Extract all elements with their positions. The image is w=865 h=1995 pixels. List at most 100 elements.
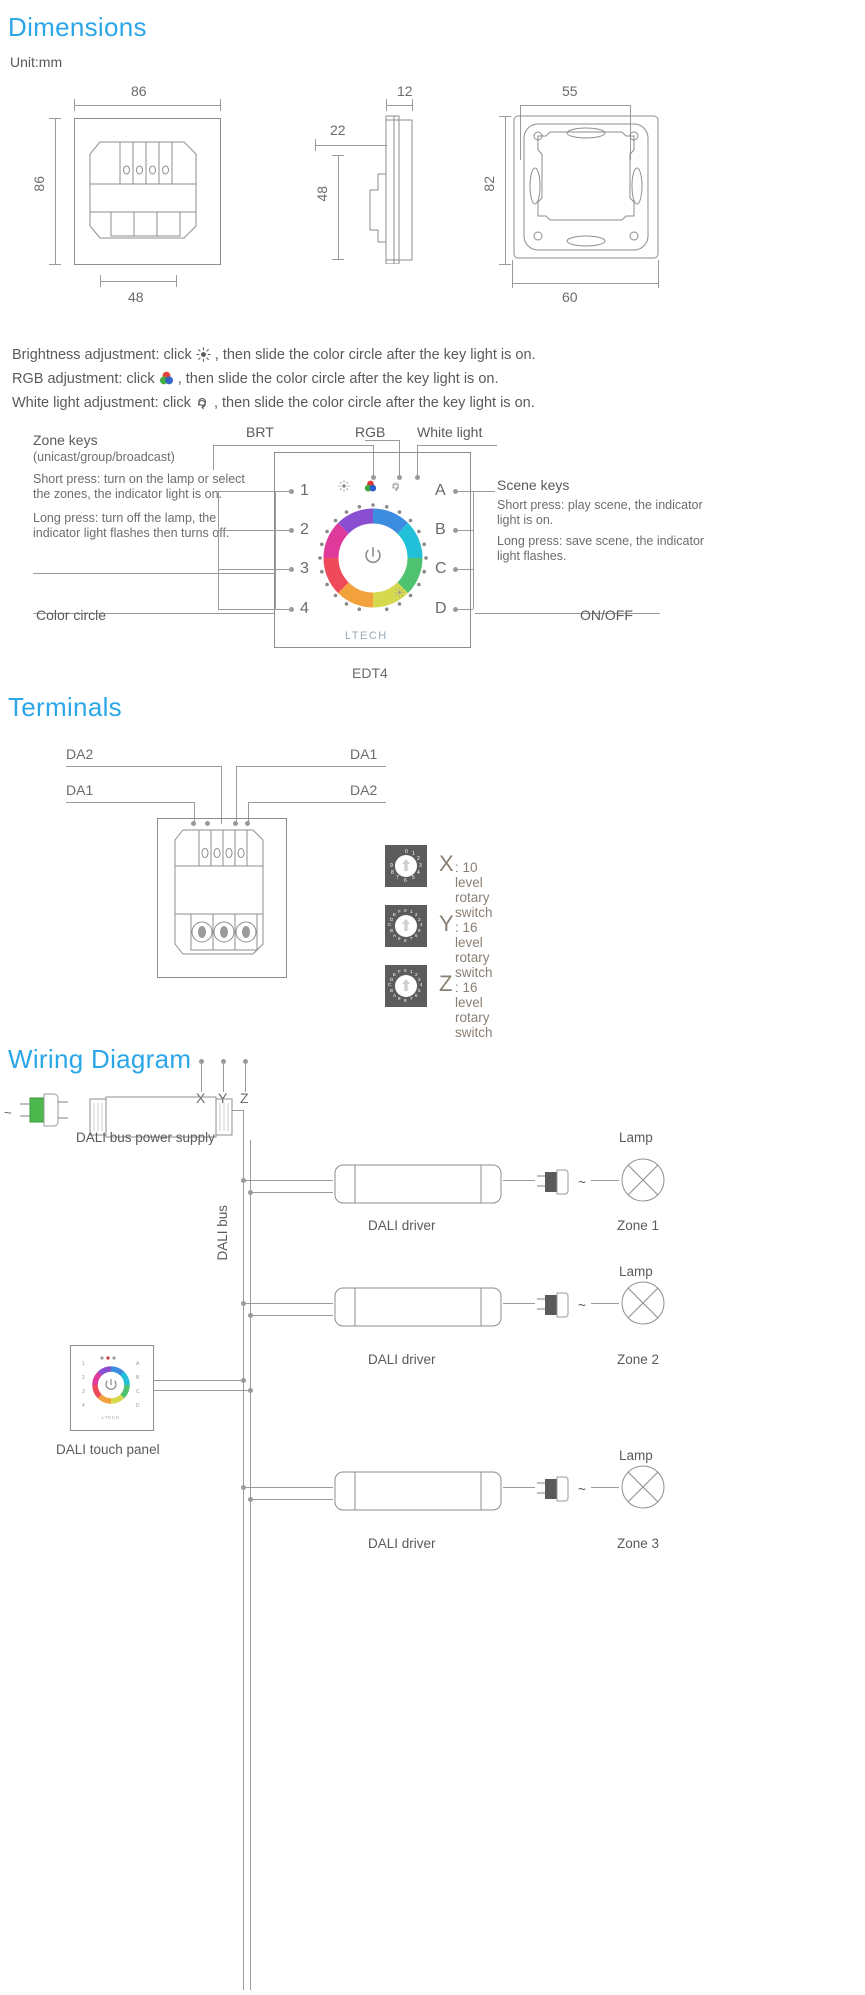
svg-text:9: 9 xyxy=(390,863,393,869)
svg-text:7: 7 xyxy=(410,936,413,941)
dali-driver-label-2: DALI driver xyxy=(368,1352,436,1367)
instruction-line-rgb: RGB adjustment: click , then slide the c… xyxy=(12,367,712,391)
side-depth-label: 22 xyxy=(330,122,346,138)
svg-text:C: C xyxy=(136,1389,140,1395)
zone-key-4[interactable]: 4 xyxy=(300,600,309,617)
dali-driver-label-1: DALI driver xyxy=(368,1218,436,1233)
scene-key-b[interactable]: B xyxy=(435,521,446,538)
terminal-label-da2-right: DA2 xyxy=(350,782,378,798)
power-button-icon[interactable] xyxy=(362,545,384,567)
rotary-legend-desc-y: : 16 level rotary switch xyxy=(455,920,493,980)
zone-keys-subtitle: (unicast/group/broadcast) xyxy=(33,450,175,464)
instr-white-pre: White light adjustment: click xyxy=(12,395,191,411)
svg-text:8: 8 xyxy=(404,938,407,943)
terminal-label-da1-right: DA1 xyxy=(350,746,378,762)
zone-keys-title: Zone keys xyxy=(33,432,98,448)
mains-tilde-2: ~ xyxy=(578,1298,586,1313)
mains-tilde-label: ~ xyxy=(4,1105,12,1120)
back-height-label: 82 xyxy=(481,176,497,192)
svg-text:E: E xyxy=(393,912,396,917)
mains-plug-icon xyxy=(20,1093,68,1127)
lamp-label-3: Lamp xyxy=(619,1448,653,1463)
svg-text:5: 5 xyxy=(412,875,415,881)
terminal-label-da2-left: DA2 xyxy=(66,746,94,762)
rotary-legend-letter-z: Z xyxy=(439,971,453,996)
zone-label-3: Zone 3 xyxy=(617,1536,660,1551)
instr-rgb-pre: RGB adjustment: click xyxy=(12,371,155,387)
back-pitch-label: 55 xyxy=(562,83,578,99)
svg-text:A: A xyxy=(393,933,396,938)
label-brt: BRT xyxy=(246,424,274,440)
scene-keys-title: Scene keys xyxy=(497,477,570,493)
color-circle-wheel[interactable] xyxy=(300,503,446,613)
instr-brightness-post: , then slide the color circle after the … xyxy=(214,347,536,363)
annotation-color-circle: Color circle xyxy=(36,607,107,623)
panel-white-light-icon xyxy=(392,482,399,492)
svg-text:6: 6 xyxy=(415,933,418,938)
dali-driver-label-3: DALI driver xyxy=(368,1536,436,1551)
svg-text:C: C xyxy=(388,922,392,927)
svg-text:LTECH: LTECH xyxy=(102,1415,119,1420)
svg-text:1: 1 xyxy=(410,969,413,974)
svg-text:4: 4 xyxy=(82,1403,85,1409)
svg-text:C: C xyxy=(388,982,392,987)
svg-text:0: 0 xyxy=(405,849,408,855)
sun-icon xyxy=(195,347,211,362)
operation-instructions: Brightness adjustment: click , then slid… xyxy=(12,343,712,415)
svg-text:D: D xyxy=(136,1403,140,1409)
svg-text:9: 9 xyxy=(398,936,401,941)
lamp-label-1: Lamp xyxy=(619,1130,653,1145)
zone-keys-short-press: Short press: turn on the lamp or select … xyxy=(33,472,245,501)
svg-text:1: 1 xyxy=(410,909,413,914)
scene-keys-short-press: Short press: play scene, the indicator l… xyxy=(497,498,703,527)
svg-text:9: 9 xyxy=(398,996,401,1001)
zone-label-1: Zone 1 xyxy=(617,1218,660,1233)
dali-bus-label: DALI bus xyxy=(215,1205,230,1261)
scene-key-a[interactable]: A xyxy=(435,482,446,499)
svg-text:3: 3 xyxy=(418,917,421,922)
back-width-label: 60 xyxy=(562,289,578,305)
instr-white-post: , then slide the color circle after the … xyxy=(213,395,535,411)
dali-touch-panel-mini xyxy=(70,1345,154,1431)
svg-text:A: A xyxy=(136,1361,140,1367)
svg-text:D: D xyxy=(390,917,394,922)
terminal-device-drawing xyxy=(174,829,264,955)
scene-keys-long-press: Long press: save scene, the indicator li… xyxy=(497,534,705,563)
svg-text:0: 0 xyxy=(404,908,407,913)
scene-key-d[interactable]: D xyxy=(435,600,447,617)
svg-text:6: 6 xyxy=(415,993,418,998)
dali-touch-panel-label: DALI touch panel xyxy=(56,1442,160,1457)
lamp-plug-icon-2 xyxy=(537,1292,569,1318)
svg-text:3: 3 xyxy=(419,863,422,869)
lamp-label-2: Lamp xyxy=(619,1264,653,1279)
instruction-line-white: White light adjustment: click , then sli… xyxy=(12,391,712,415)
svg-text:3: 3 xyxy=(418,977,421,982)
svg-text:B: B xyxy=(390,988,393,993)
rotary-legend-desc-x: : 10 level rotary switch xyxy=(455,860,493,920)
page-title-wiring: Wiring Diagram xyxy=(8,1044,192,1074)
svg-text:1: 1 xyxy=(412,851,415,857)
zone-label-2: Zone 2 xyxy=(617,1352,660,1367)
scene-key-c[interactable]: C xyxy=(435,560,447,577)
svg-text:3: 3 xyxy=(82,1389,85,1395)
svg-text:A: A xyxy=(393,993,396,998)
svg-text:2: 2 xyxy=(415,972,418,977)
svg-text:0: 0 xyxy=(404,968,407,973)
page-title-dimensions: Dimensions xyxy=(8,12,147,42)
power-supply-label: DALI bus power supply xyxy=(76,1130,215,1145)
panel-brightness-small-icon xyxy=(394,587,405,598)
panel-model-label: EDT4 xyxy=(352,665,388,681)
rotary-legend-letter-y: Y xyxy=(439,911,454,936)
zone-key-2[interactable]: 2 xyxy=(300,521,309,538)
dali-bus-power-supply-icon xyxy=(89,1096,233,1138)
terminal-label-da1-left: DA1 xyxy=(66,782,94,798)
rotary-legend-desc-z: : 16 level rotary switch xyxy=(455,980,493,1040)
svg-text:1: 1 xyxy=(82,1361,85,1367)
dali-driver-2-icon xyxy=(334,1287,502,1327)
zone-key-1[interactable]: 1 xyxy=(300,482,309,499)
zone-key-3[interactable]: 3 xyxy=(300,560,309,577)
terminal-panel-outline xyxy=(157,818,287,978)
mains-tilde-3: ~ xyxy=(578,1482,586,1497)
panel-brand-ltech: LTECH xyxy=(345,630,388,642)
